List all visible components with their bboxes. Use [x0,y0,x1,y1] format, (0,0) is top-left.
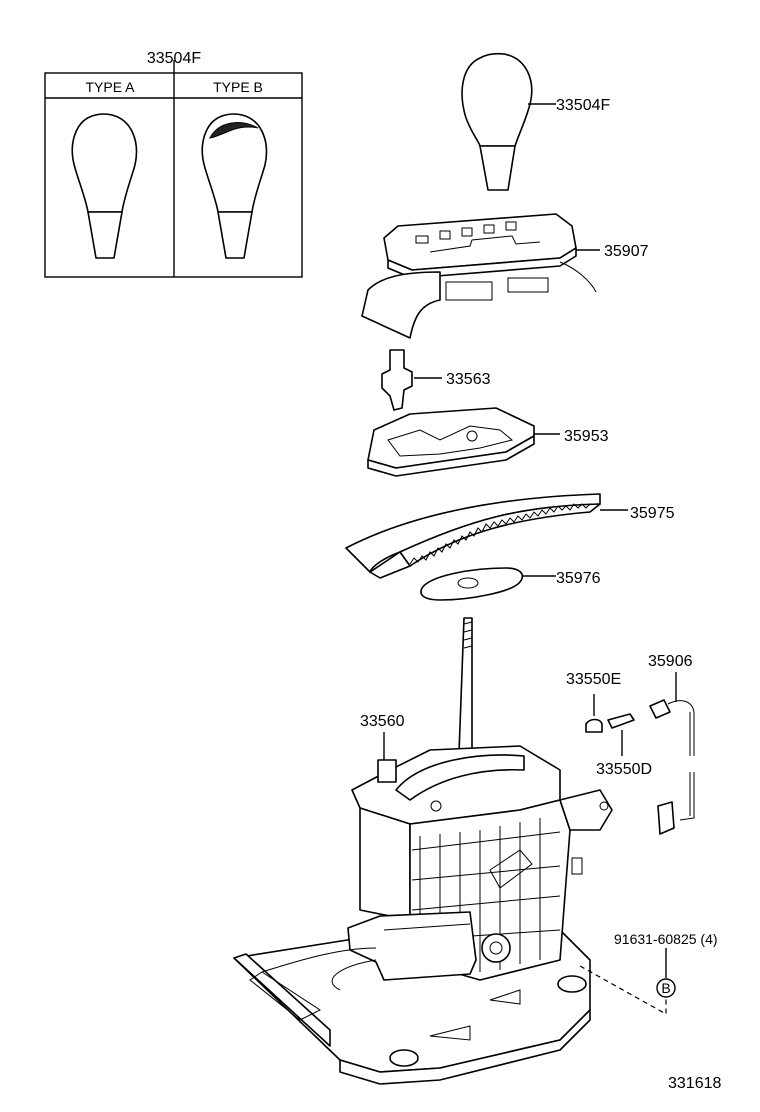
bulb-part [585,694,603,733]
lock-pin-part [381,349,442,411]
type-b-knob-icon [201,113,268,259]
indicator-part-label: 35953 [564,428,609,445]
shift-plate-part [420,567,556,601]
shift-lever-assembly-part [233,617,613,1085]
knob-type-inset: 33504F TYPE A TYPE B [44,50,303,278]
diagram-id: 331618 [668,1075,721,1092]
type-b-label: TYPE B [213,79,263,95]
plate-part-label: 35976 [556,570,601,587]
shift-knob-part [461,52,556,191]
bolt-part-label: 91631-60825 (4) [614,931,718,947]
type-a-knob-icon [71,113,138,259]
shift-bezel-part [361,213,600,339]
socket-wire-part [649,672,695,835]
type-a-label: TYPE A [85,79,135,95]
lever-assembly-part-label: 33560 [360,713,405,730]
knob-part-label: 33504F [556,97,610,114]
position-indicator-part [367,407,560,477]
bolt-callout [579,948,676,1016]
bezel-part-label: 35907 [604,243,649,260]
bulb-part-label: 33550E [566,671,621,688]
socket-part-label: 35906 [648,653,693,670]
slide-cover-part [345,493,628,579]
bolt-marker-letter: B [661,980,670,996]
inset-part-number: 33504F [147,50,201,67]
bulb-holder-part [607,713,635,756]
bulb-holder-part-label: 33550D [596,761,652,778]
pin-part-label: 33563 [446,371,491,388]
bolt-marker-circle [656,978,676,998]
slide-cover-part-label: 35975 [630,505,675,522]
